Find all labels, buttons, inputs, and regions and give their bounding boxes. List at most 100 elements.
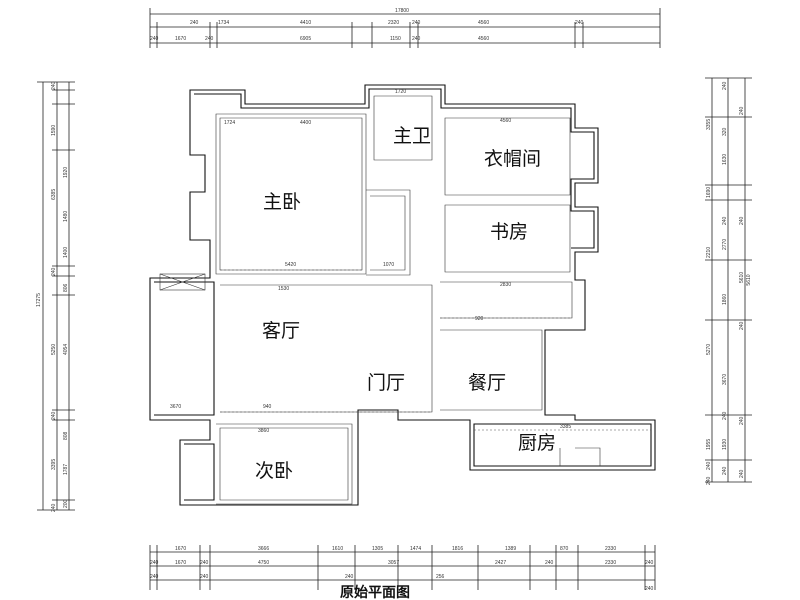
dim-label: 1070 <box>383 262 394 268</box>
dim-label: 1480 <box>63 211 69 222</box>
room-label-dining-room: 餐厅 <box>468 372 506 394</box>
top-dimension-row-2: 240 1670 240 6905 1150 240 4560 <box>150 36 489 42</box>
dim-label: 2320 <box>388 20 399 26</box>
top-dimension-row-1: 240 1734 4410 2320 240 4560 240 <box>190 20 584 26</box>
dim-label: 3355 <box>706 119 712 130</box>
dim-label: 1400 <box>63 247 69 258</box>
dim-label: 5270 <box>706 344 712 355</box>
dim-label: 240 <box>739 416 745 425</box>
right-dimension-lines <box>705 77 752 483</box>
interior-walls <box>159 95 651 505</box>
dim-label: 240 <box>722 81 728 90</box>
dim-label: 920 <box>475 316 484 322</box>
dim-label: 240 <box>412 36 421 42</box>
dim-label: 240 <box>645 586 654 592</box>
dim-label: 3666 <box>258 546 269 552</box>
dim-label: 240 <box>150 560 159 566</box>
dim-label: 1670 <box>175 36 186 42</box>
dim-label: 6385 <box>51 189 57 200</box>
dim-label: 240 <box>739 469 745 478</box>
dim-label: 5420 <box>285 262 296 268</box>
dim-label: 240 <box>51 411 57 420</box>
room-label-master-bedroom: 主卧 <box>263 191 301 213</box>
left-dimension-lines <box>37 81 75 511</box>
dim-label: 240 <box>205 36 214 42</box>
dim-label: 4410 <box>300 20 311 26</box>
dim-label: 240 <box>739 106 745 115</box>
dim-label: 240 <box>739 321 745 330</box>
bottom-dimension-lines <box>149 545 656 590</box>
dim-label: 240 <box>722 216 728 225</box>
dim-label: 1389 <box>505 546 516 552</box>
plan-title: 原始平面图 <box>340 584 410 600</box>
bottom-dimension-row-1: 1670 3666 1610 1305 1474 1816 1389 870 2… <box>175 546 616 552</box>
dim-label: 4560 <box>500 118 511 124</box>
dim-label: 1150 <box>390 36 401 42</box>
dim-label: 3395 <box>51 459 57 470</box>
dim-label: 4400 <box>300 120 311 126</box>
room-label-kitchen: 厨房 <box>518 432 556 454</box>
dim-label: 3670 <box>170 404 181 410</box>
dim-label: 1670 <box>175 546 186 552</box>
dim-label: 2770 <box>722 239 728 250</box>
dim-label: 1590 <box>51 125 57 136</box>
dim-label: 1720 <box>395 89 406 95</box>
dim-label: 4054 <box>63 344 69 355</box>
dim-label: 240 <box>150 574 159 580</box>
dim-label: 240 <box>345 574 354 580</box>
dim-label: 240 <box>200 560 209 566</box>
dim-label: 1530 <box>278 286 289 292</box>
dim-label: 1630 <box>722 154 728 165</box>
room-label-foyer: 门厅 <box>367 372 405 394</box>
room-label-master-bath: 主卫 <box>393 125 431 147</box>
dim-label: 3385 <box>560 424 571 430</box>
top-dimension-lines <box>149 8 661 48</box>
bottom-dimension-row-3: 240 240 240 256 240 <box>150 574 654 592</box>
dim-label: 2330 <box>605 560 616 566</box>
dim-label: 1724 <box>224 120 235 126</box>
dim-label: 870 <box>560 546 569 552</box>
bottom-dimension-row-2: 240 1670 240 4750 3057 2427 2330 240 240 <box>150 560 654 566</box>
dim-label: 240 <box>150 36 159 42</box>
right-overall-dimension: 5610 <box>746 274 752 285</box>
dim-label: 3670 <box>722 374 728 385</box>
dim-label: 240 <box>200 574 209 580</box>
dim-label: 256 <box>436 574 445 580</box>
dim-label: 1305 <box>372 546 383 552</box>
dim-label: 1610 <box>332 546 343 552</box>
dim-label: 240 <box>575 20 584 26</box>
dim-label: 4560 <box>478 36 489 42</box>
dim-label: 5250 <box>51 344 57 355</box>
dim-label: 806 <box>63 283 69 292</box>
dim-label: 2427 <box>495 560 506 566</box>
dim-label: 240 <box>51 81 57 90</box>
dim-label: 1670 <box>175 560 186 566</box>
dim-label: 1734 <box>218 20 229 26</box>
right-dimension-row-1: 3355 1690 2210 5270 1955 240 240 <box>706 119 712 485</box>
dim-label: 240 <box>706 476 712 485</box>
dim-label: 2830 <box>500 282 511 288</box>
dim-label: 240 <box>51 267 57 276</box>
dim-label: 240 <box>190 20 199 26</box>
dim-label: 1955 <box>706 439 712 450</box>
dim-label: 1930 <box>722 439 728 450</box>
outer-walls <box>149 84 656 506</box>
room-label-cloakroom: 衣帽间 <box>484 148 541 170</box>
interior-dimensions: 1724 4400 1720 5420 4560 1530 3860 3670 … <box>170 89 571 434</box>
top-overall-dimension: 17800 <box>395 8 409 14</box>
dim-label: 3057 <box>388 560 399 566</box>
dim-label: 240 <box>645 560 654 566</box>
dim-label: 1860 <box>722 294 728 305</box>
room-labels: 主卫 衣帽间 主卧 书房 客厅 门厅 餐厅 厨房 次卧 <box>255 125 556 482</box>
dim-label: 2210 <box>706 247 712 258</box>
dim-label: 240 <box>51 503 57 512</box>
left-dimension-row-1: 240 1590 6385 240 5250 240 3395 240 <box>51 81 57 512</box>
dim-label: 4560 <box>478 20 489 26</box>
dim-label: 5610 <box>739 272 745 283</box>
dim-label: 240 <box>545 560 554 566</box>
dim-label: 200 <box>63 499 69 508</box>
dim-label: 1920 <box>63 167 69 178</box>
dim-label: 1816 <box>452 546 463 552</box>
dim-label: 2330 <box>605 546 616 552</box>
